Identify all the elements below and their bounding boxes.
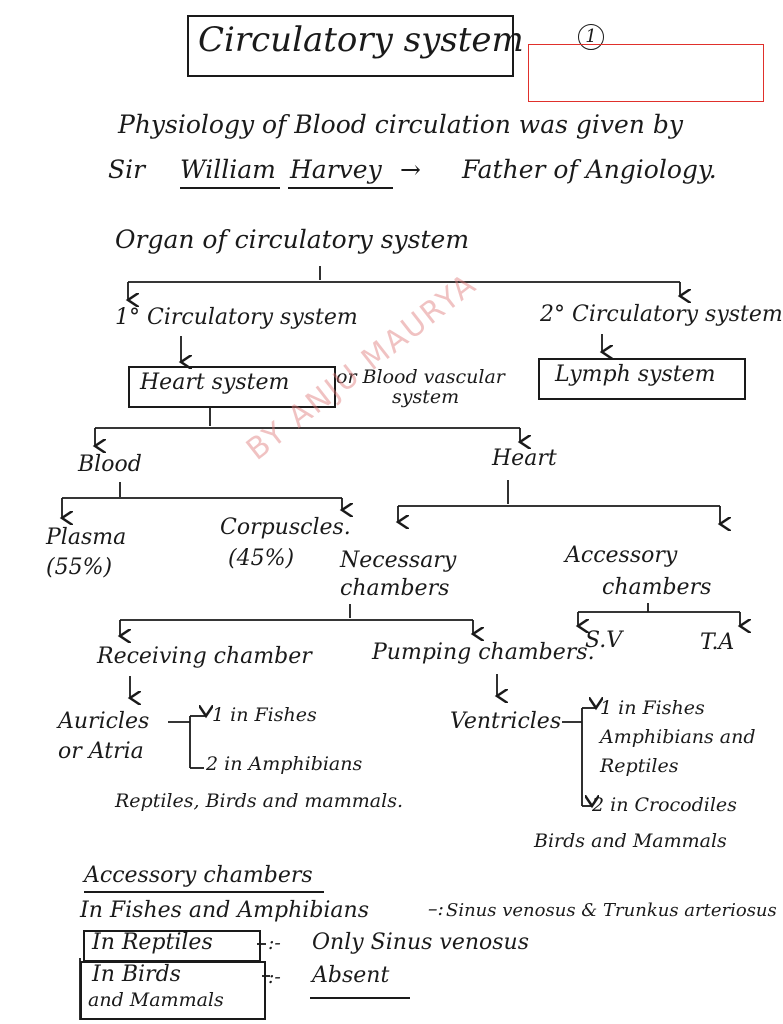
birds-label-1: In Birds [92, 962, 181, 987]
ventricles-one-1: 1 in Fishes [600, 697, 705, 719]
ventricles-two: 2 in Crocodiles [592, 794, 737, 816]
fish-label: In Fishes and Amphibians [80, 898, 370, 923]
pumping-chambers: Pumping chambers. [372, 640, 595, 665]
birds-label-2: and Mammals [88, 989, 224, 1011]
heart: Heart [492, 446, 557, 471]
red-annotation-box [528, 44, 764, 102]
auricles: Auricles [58, 709, 150, 734]
underline-harvey [288, 187, 393, 189]
heart-system-alt-2: system [392, 386, 460, 408]
birds-value: Absent [312, 963, 390, 988]
ventricles: Ventricles [450, 709, 562, 734]
accessory-chambers-1: Accessory [565, 543, 678, 568]
auricles-alt: or Atria [58, 739, 144, 764]
reptiles-colon: :- [268, 932, 281, 954]
birds-box [80, 961, 266, 1020]
blood: Blood [78, 452, 142, 477]
corpuscles-percent: (45%) [228, 546, 295, 571]
receiving-chamber: Receiving chamber [97, 644, 312, 669]
intro-father: Father of Angiology. [462, 155, 717, 184]
tree-root: Organ of circulatory system [115, 225, 470, 254]
reptiles-value: Only Sinus venosus [312, 930, 530, 955]
auricles-one: 1 in Fishes [212, 704, 317, 726]
intro-line-1: Physiology of Blood circulation was give… [118, 110, 683, 139]
fish-value: Sinus venosus & Trunkus arteriosus [446, 900, 777, 921]
auricles-two-cont: Reptiles, Birds and mammals. [115, 790, 403, 812]
secondary-system: 2° Circulatory system [540, 302, 783, 327]
lymph-system: Lymph system [555, 362, 716, 387]
heart-system-alt-1: or Blood vascular [336, 366, 505, 388]
corpuscles: Corpuscles. [220, 515, 351, 540]
heart-system: Heart system [140, 370, 290, 395]
fish-colon: –: [428, 898, 444, 920]
primary-system: 1° Circulatory system [115, 305, 358, 330]
heart-system-box [128, 366, 336, 408]
sinus-venosus-abbr: S.V [585, 628, 623, 653]
reptiles-label: In Reptiles [92, 930, 213, 955]
intro-harvey: Harvey [290, 155, 382, 184]
intro-sir: Sir [108, 155, 146, 184]
intro-william: William [180, 155, 276, 184]
plasma-percent: (55%) [46, 555, 113, 580]
accessory-heading: Accessory chambers [84, 863, 313, 888]
ventricles-one-3: Reptiles [600, 755, 679, 777]
page-title: Circulatory system [198, 20, 524, 60]
necessary-chambers-2: chambers [340, 576, 450, 601]
underline-accessory-heading [84, 891, 324, 893]
ventricles-one-2: Amphibians and [600, 726, 756, 748]
ventricles-two-cont: Birds and Mammals [534, 830, 727, 852]
intro-arrow: → [400, 155, 421, 184]
title-box [187, 15, 514, 77]
plasma: Plasma [46, 525, 127, 550]
trunkus-arteriosus-abbr: T.A [700, 630, 735, 655]
birds-colon: :- [268, 966, 281, 988]
auricles-two: 2 in Amphibians [206, 753, 363, 775]
page-number: 1 [578, 24, 604, 50]
underline-absent [310, 997, 410, 999]
underline-william [180, 187, 280, 189]
necessary-chambers-1: Necessary [340, 548, 457, 573]
accessory-chambers-2: chambers [602, 575, 712, 600]
lymph-system-box [538, 358, 746, 400]
